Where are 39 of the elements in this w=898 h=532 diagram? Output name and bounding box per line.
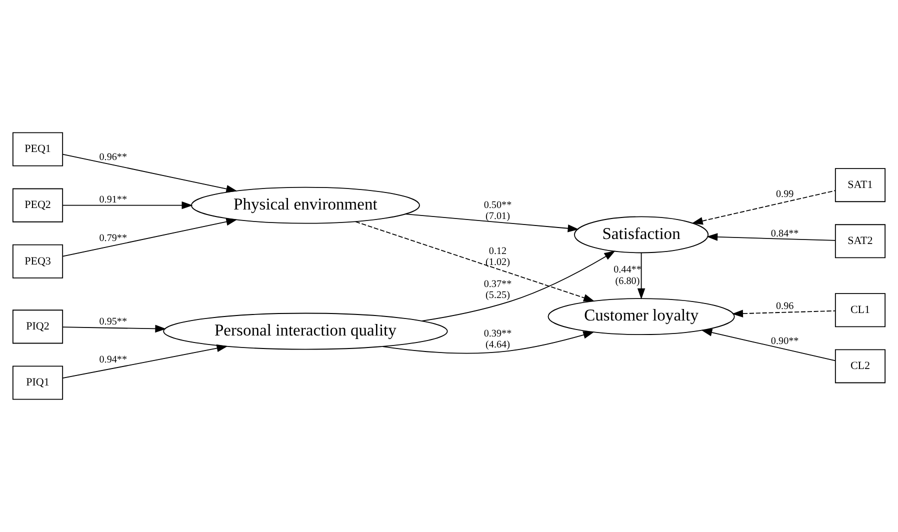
- edge-label: 0.84**: [770, 228, 799, 240]
- edge-label: 0.79**: [99, 232, 128, 244]
- node-box: CL2: [834, 349, 886, 384]
- arrow: [62, 344, 228, 379]
- node-box: SAT2: [834, 224, 886, 258]
- arrow: [422, 250, 616, 322]
- node-box: PIQ1: [12, 366, 64, 400]
- edge-label: 0.44** (6.80): [614, 264, 642, 287]
- arrow: [701, 328, 836, 362]
- edge-label: 0.91**: [99, 194, 128, 206]
- arrow: [62, 324, 166, 333]
- node-box: PIQ2: [12, 310, 64, 344]
- edge-label: 0.39** (4.64): [484, 328, 512, 351]
- node-ellipse: Physical environment: [191, 186, 420, 224]
- arrow: [405, 214, 579, 232]
- arrow: [355, 221, 595, 302]
- arrow: [637, 252, 646, 300]
- edge-label: 0.96: [776, 301, 794, 312]
- node-ellipse: Personal interaction quality: [163, 312, 448, 350]
- edge-label: 0.50** (7.01): [484, 200, 512, 222]
- node-box: PEQ3: [12, 244, 64, 278]
- edge-label: 0.12 (1.02): [486, 246, 510, 268]
- edge-label: 0.99: [776, 188, 794, 200]
- node-box: PEQ2: [12, 188, 64, 222]
- arrow: [706, 233, 836, 241]
- edge-label: 0.90**: [770, 336, 799, 347]
- arrow: [62, 218, 238, 257]
- edge-label: 0.95**: [99, 316, 128, 328]
- arrow: [62, 201, 193, 210]
- node-box: SAT1: [834, 168, 886, 202]
- node-box: PEQ1: [12, 132, 64, 166]
- edge-label: 0.94**: [99, 354, 128, 366]
- node-box: CL1: [834, 293, 886, 328]
- arrow: [62, 154, 238, 193]
- edge-label: 0.96**: [99, 152, 128, 164]
- arrow: [382, 331, 594, 354]
- arrow: [692, 190, 836, 225]
- arrow: [732, 310, 836, 318]
- edge-label: 0.37** (5.25): [484, 278, 512, 301]
